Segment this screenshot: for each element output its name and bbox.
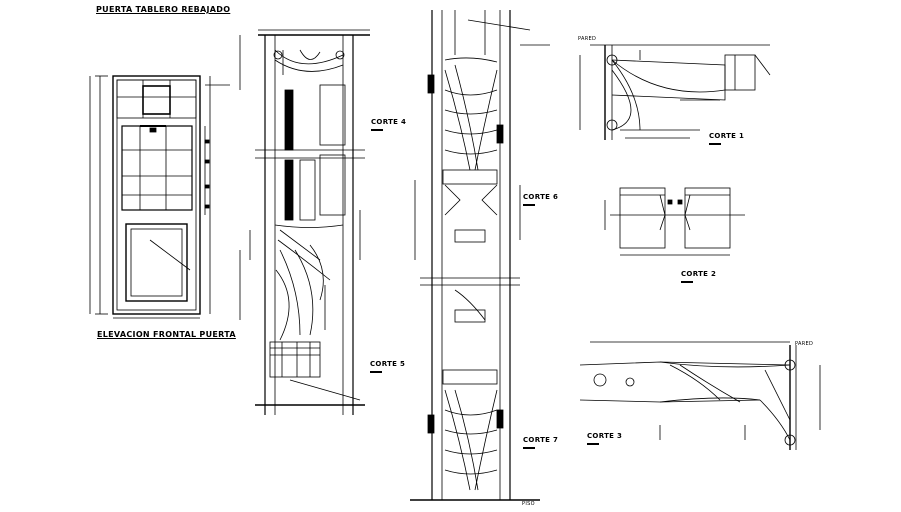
door-elevation xyxy=(89,75,230,319)
underline-corte-4 xyxy=(371,129,383,131)
underline-corte-6 xyxy=(523,204,535,206)
section-corte-6-7 xyxy=(410,10,550,501)
underline-corte-3 xyxy=(587,443,599,445)
label-corte-5: CORTE 5 xyxy=(370,360,406,368)
label-corte-1: CORTE 1 xyxy=(709,132,745,140)
label-corte-4: CORTE 4 xyxy=(371,118,407,126)
section-corte-2 xyxy=(604,187,745,256)
section-corte-4-5 xyxy=(239,29,370,415)
note-pared-top: PARED xyxy=(578,36,597,42)
note-piso: PISO xyxy=(522,501,535,507)
section-corte-3 xyxy=(579,341,821,450)
label-corte-3: CORTE 3 xyxy=(587,432,623,440)
label-corte-2: CORTE 2 xyxy=(681,270,717,278)
underline-corte-1 xyxy=(709,143,721,145)
underline-corte-7 xyxy=(523,447,535,449)
label-corte-7: CORTE 7 xyxy=(523,436,559,444)
section-corte-1 xyxy=(579,44,771,140)
label-corte-6: CORTE 6 xyxy=(523,193,559,201)
underline-corte-2 xyxy=(681,281,693,283)
drawing-title: PUERTA TABLERO REBAJADO xyxy=(96,5,231,14)
note-pared-bottom: PARED xyxy=(795,341,814,347)
underline-corte-5 xyxy=(370,371,382,373)
elevation-label: ELEVACION FRONTAL PUERTA xyxy=(97,330,236,339)
